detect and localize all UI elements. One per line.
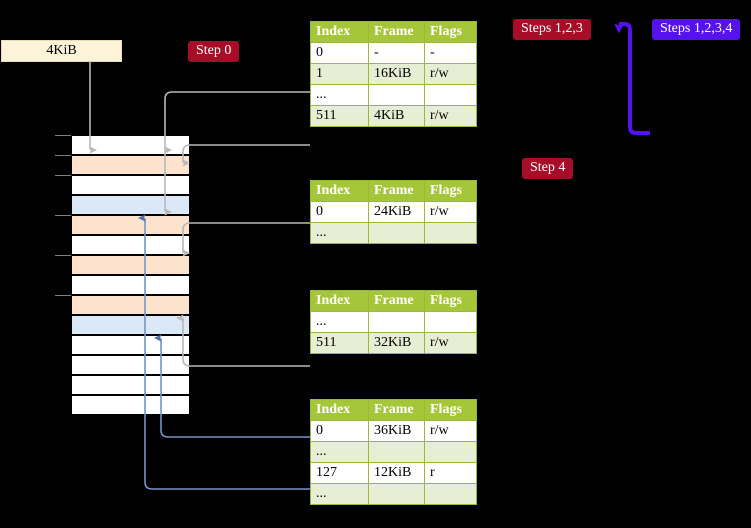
memory-frame-row <box>71 295 190 315</box>
column-header-frame: Frame <box>368 399 425 421</box>
cell-frame: - <box>368 42 425 64</box>
memory-frame-row <box>71 355 190 375</box>
cell-index: 511 <box>310 332 369 354</box>
cell-frame: 12KiB <box>368 462 425 484</box>
column-header-index: Index <box>310 21 369 43</box>
cell-frame: 4KiB <box>368 105 425 127</box>
badge-step-0: Step 0 <box>188 41 240 62</box>
frame-size-box: 4KiB <box>1 40 122 62</box>
column-header-index: Index <box>310 290 369 312</box>
cell-index: 0 <box>310 201 369 223</box>
memory-frame-row <box>71 275 190 295</box>
cell-index: 127 <box>310 462 369 484</box>
cell-index: 0 <box>310 42 369 64</box>
cell-flags <box>424 222 477 244</box>
column-header-frame: Frame <box>368 180 425 202</box>
physical-memory-column <box>71 135 190 415</box>
cell-frame <box>368 222 425 244</box>
cell-frame: 16KiB <box>368 63 425 85</box>
memory-frame-row <box>71 175 190 195</box>
memory-frame-row <box>71 135 190 155</box>
column-header-index: Index <box>310 399 369 421</box>
cell-frame <box>368 483 425 505</box>
frame-size-label: 4KiB <box>46 43 77 58</box>
badge-step-4: Step 4 <box>522 158 574 179</box>
cell-flags: r <box>424 462 477 484</box>
badge-steps-1234-label: Steps 1,2,3,4 <box>660 21 733 36</box>
table-row: ... <box>310 311 477 333</box>
cell-index: ... <box>310 441 369 463</box>
memory-frame-row <box>71 375 190 395</box>
column-header-flags: Flags <box>424 399 477 421</box>
table-row: ... <box>310 222 477 244</box>
cell-index: ... <box>310 483 369 505</box>
cell-flags: - <box>424 42 477 64</box>
badge-steps-123: Steps 1,2,3 <box>513 19 591 40</box>
memory-boundary-tick <box>55 295 71 296</box>
cell-flags: r/w <box>424 201 477 223</box>
memory-boundary-tick <box>55 135 71 136</box>
memory-frame-row <box>71 335 190 355</box>
cell-index: 1 <box>310 63 369 85</box>
column-header-flags: Flags <box>424 180 477 202</box>
cell-frame <box>368 441 425 463</box>
table-row: ... <box>310 84 477 106</box>
cell-frame <box>368 311 425 333</box>
cell-index: ... <box>310 311 369 333</box>
cell-flags: r/w <box>424 420 477 442</box>
badge-step-4-label: Step 4 <box>530 160 566 175</box>
memory-boundary-tick <box>55 255 71 256</box>
cell-frame: 36KiB <box>368 420 425 442</box>
cell-index: 0 <box>310 420 369 442</box>
cell-flags <box>424 441 477 463</box>
table-row: 0-- <box>310 42 477 64</box>
cell-flags <box>424 311 477 333</box>
memory-boundary-tick <box>55 215 71 216</box>
badge-steps-1234: Steps 1,2,3,4 <box>652 19 741 40</box>
table-row: ... <box>310 441 477 463</box>
cell-flags: r/w <box>424 332 477 354</box>
cell-frame: 32KiB <box>368 332 425 354</box>
badge-step-0-label: Step 0 <box>196 43 232 58</box>
memory-frame-row <box>71 155 190 175</box>
column-header-frame: Frame <box>368 290 425 312</box>
cell-index: ... <box>310 84 369 106</box>
memory-frame-row <box>71 315 190 335</box>
memory-boundary-tick <box>55 155 71 156</box>
cell-frame: 24KiB <box>368 201 425 223</box>
column-header-frame: Frame <box>368 21 425 43</box>
badge-steps-123-label: Steps 1,2,3 <box>521 21 583 36</box>
cell-index: 511 <box>310 105 369 127</box>
column-header-index: Index <box>310 180 369 202</box>
cell-flags <box>424 483 477 505</box>
memory-frame-row <box>71 255 190 275</box>
cell-flags: r/w <box>424 105 477 127</box>
cell-index: ... <box>310 222 369 244</box>
memory-frame-row <box>71 235 190 255</box>
steps-bracket-arrow <box>614 22 650 135</box>
memory-boundary-tick <box>55 175 71 176</box>
memory-frame-row <box>71 395 190 415</box>
column-header-flags: Flags <box>424 290 477 312</box>
table-row: ... <box>310 483 477 505</box>
column-header-flags: Flags <box>424 21 477 43</box>
memory-frame-row <box>71 215 190 235</box>
cell-frame <box>368 84 425 106</box>
memory-frame-row <box>71 195 190 215</box>
cell-flags: r/w <box>424 63 477 85</box>
cell-flags <box>424 84 477 106</box>
